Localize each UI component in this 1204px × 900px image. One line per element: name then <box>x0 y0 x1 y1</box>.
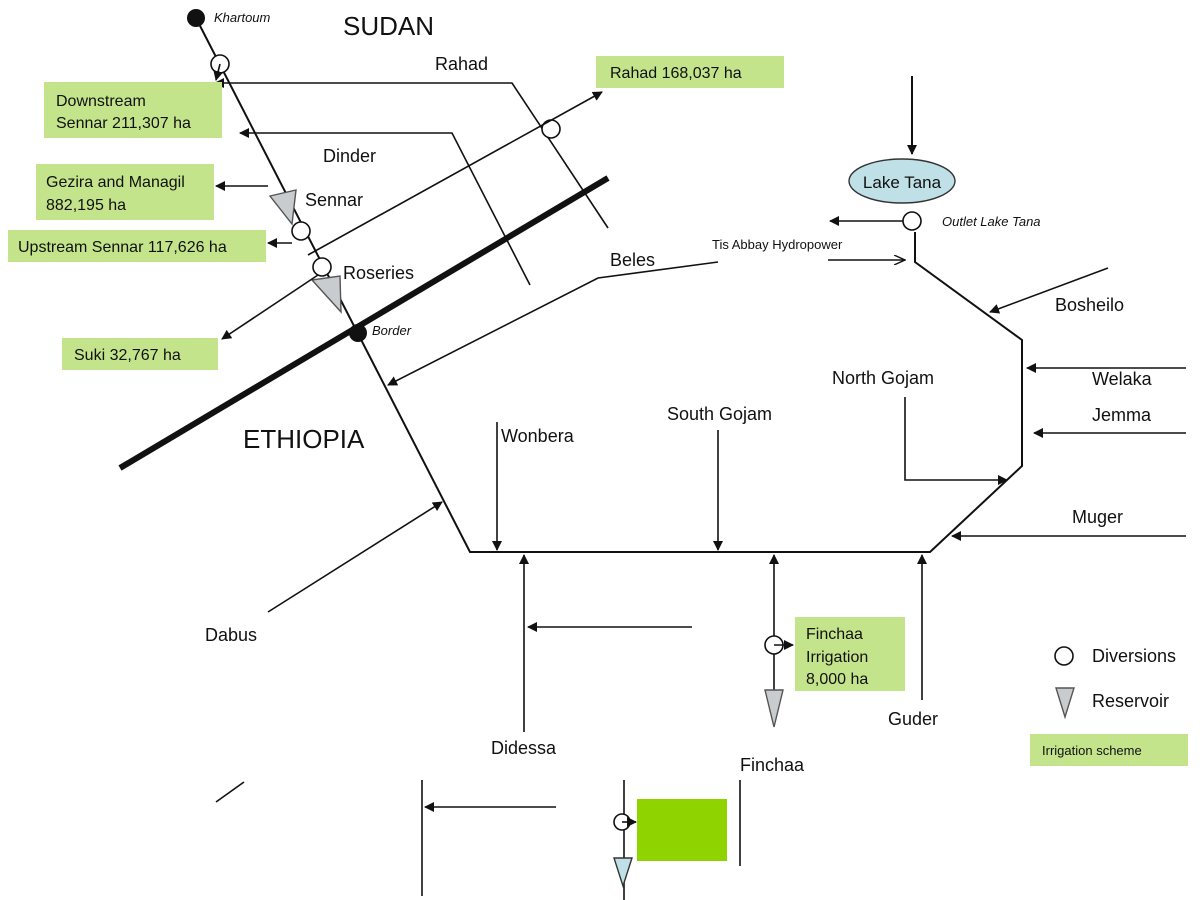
suki-scheme-arrow <box>221 274 319 340</box>
lake-tana-shape <box>848 158 956 204</box>
roseries-label: Roseries <box>343 263 414 283</box>
downstream-diversion-icon <box>210 54 230 74</box>
dabus-river-line <box>267 501 443 613</box>
roseries-diversion-icon <box>312 257 332 277</box>
legend-diversions-label: Diversions <box>1092 646 1176 666</box>
rahad-river-line <box>214 78 609 229</box>
wonbera-label: Wonbera <box>501 426 575 446</box>
sudan-label: SUDAN <box>343 11 434 41</box>
north-gojam-river-line <box>904 397 1008 485</box>
finchaa-label: Finchaa <box>740 755 805 775</box>
blue-nile-main-channel <box>195 17 1023 553</box>
gezira-line-1: Gezira and Managil <box>46 174 185 191</box>
khartoum-dot <box>187 9 205 27</box>
suki-scheme-label: Suki 32,767 ha <box>74 347 181 364</box>
rahad-diversion-icon <box>541 119 561 139</box>
beles-river-line <box>387 261 719 386</box>
upstream-diversion-icon <box>291 221 311 241</box>
legend-scheme-label: Irrigation scheme <box>1042 743 1142 758</box>
legend-reservoir-icon <box>1055 687 1075 720</box>
finchaa-scheme-line-2: Irrigation <box>806 649 868 666</box>
rahad-scheme-box: Rahad 168,037 ha <box>596 56 784 88</box>
hydropower-label: Tis Abbay Hydropower <box>712 237 843 252</box>
finchaa-reservoir-icon <box>764 689 784 728</box>
legend-diversion-icon <box>1054 646 1074 666</box>
downstream-sennar-scheme-box: Downstream Sennar 211,307 ha <box>44 82 222 138</box>
beles-label: Beles <box>610 250 655 270</box>
outlet-diversion-icon <box>902 211 922 231</box>
finchaa-scheme-line-1: Finchaa <box>806 626 863 643</box>
bosheilo-river-line <box>989 267 1109 314</box>
upstream-sennar-scheme-box: Upstream Sennar 117,626 ha <box>8 230 266 262</box>
bosheilo-label: Bosheilo <box>1055 295 1124 315</box>
legend: Diversions Reservoir Irrigation scheme <box>1030 646 1188 766</box>
sennar-reservoir-icon <box>268 189 297 226</box>
rahad-scheme-label: Rahad 168,037 ha <box>610 65 742 82</box>
north-gojam-label: North Gojam <box>832 368 934 388</box>
legend-reservoir-label: Reservoir <box>1092 691 1169 711</box>
cropped-fragment <box>215 780 741 900</box>
dabus-label: Dabus <box>205 625 257 645</box>
legend-scheme-swatch <box>1030 734 1188 766</box>
upstream-scheme-label: Upstream Sennar 117,626 ha <box>18 239 227 256</box>
lake-tana-label: Lake Tana <box>863 173 942 192</box>
outlet-label: Outlet Lake Tana <box>942 214 1041 229</box>
rahad-scheme-arrow <box>307 91 603 256</box>
downstream-scheme-arrow <box>213 63 224 81</box>
suki-scheme-box: Suki 32,767 ha <box>62 338 218 370</box>
gezira-line-2: 882,195 ha <box>46 197 126 214</box>
border-dot <box>349 324 367 342</box>
south-gojam-label: South Gojam <box>667 404 772 424</box>
ethiopia-label: ETHIOPIA <box>243 424 365 454</box>
khartoum-label: Khartoum <box>214 10 271 25</box>
bright-green-box <box>637 799 727 861</box>
muger-label: Muger <box>1072 507 1123 527</box>
guder-label: Guder <box>888 709 938 729</box>
country-border-line <box>118 175 610 471</box>
dinder-label: Dinder <box>323 146 376 166</box>
dinder-river-line <box>239 128 531 286</box>
finchaa-scheme-line-3: 8,000 ha <box>806 671 868 688</box>
didessa-label: Didessa <box>491 738 557 758</box>
welaka-label: Welaka <box>1092 369 1153 389</box>
finchaa-scheme-box: Finchaa Irrigation 8,000 ha <box>795 617 905 691</box>
border-label: Border <box>372 323 412 338</box>
rahad-label: Rahad <box>435 54 488 74</box>
sennar-label: Sennar <box>305 190 363 210</box>
downstream-line-1: Downstream <box>56 93 146 110</box>
downstream-line-2: Sennar 211,307 ha <box>56 115 191 132</box>
gezira-managil-scheme-box: Gezira and Managil 882,195 ha <box>36 164 214 220</box>
jemma-label: Jemma <box>1092 405 1152 425</box>
roseries-reservoir-icon <box>310 275 342 314</box>
